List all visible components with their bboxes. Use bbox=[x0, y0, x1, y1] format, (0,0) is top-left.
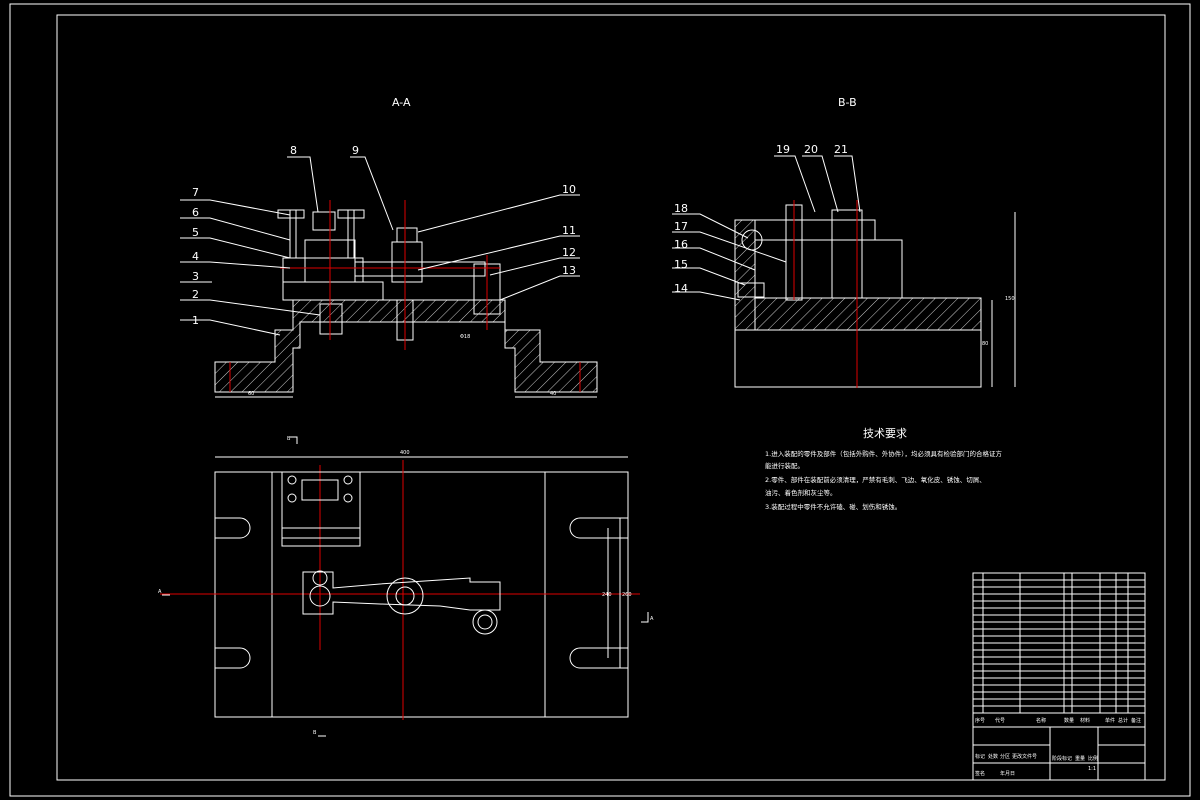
part-label-3: 3 bbox=[192, 270, 199, 283]
slot-bottom-right bbox=[569, 647, 628, 669]
bom-hdr-2: 名称 bbox=[1036, 717, 1046, 724]
tech-req-heading: 技术要求 bbox=[863, 427, 907, 440]
part-label-17: 17 bbox=[674, 220, 688, 233]
bb-block-21 bbox=[861, 239, 903, 299]
bb-dim-height2-text: 80 bbox=[982, 341, 988, 347]
plan-roller bbox=[472, 609, 498, 635]
title-block: 序号 代号 名称 数量 材料 单件 总计 备注 标记 处数 分区 更改文件号 签… bbox=[972, 572, 1146, 781]
part-label-13: 13 bbox=[562, 264, 576, 277]
tech-req-line-4: 油污、着色剂和灰尘等。 bbox=[765, 488, 837, 497]
tb-label-1: 处数 bbox=[988, 753, 998, 760]
bom-hdr-1: 代号 bbox=[995, 717, 1005, 724]
plan-dim-inner-text: 240 bbox=[602, 592, 612, 598]
bom-hdr-6: 总计 bbox=[1118, 717, 1128, 724]
plan-support-block bbox=[281, 471, 361, 547]
part-label-21: 21 bbox=[834, 143, 848, 156]
marker-a-right: A bbox=[650, 616, 654, 622]
part-label-16: 16 bbox=[674, 238, 688, 251]
tb-label-3: 更改文件号 bbox=[1012, 753, 1037, 760]
aa-dim-left-text: 60 bbox=[248, 391, 254, 397]
bb-pin-14 bbox=[737, 282, 765, 298]
slot-bottom-left bbox=[215, 647, 251, 669]
aa-base-body bbox=[214, 299, 598, 393]
aa-bolt-body bbox=[391, 241, 423, 283]
aa-lever-arm bbox=[354, 261, 486, 277]
technical-requirements: 技术要求 1.进入装配的零件及部件（包括外购件、外协件），均必须具有检验部门的合… bbox=[765, 427, 1002, 511]
tech-req-line-2: 能进行装配。 bbox=[765, 461, 804, 470]
part-label-10: 10 bbox=[562, 183, 576, 196]
part-label-7: 7 bbox=[192, 186, 199, 199]
part-label-5: 5 bbox=[192, 226, 199, 239]
tb-label-7: 重量 bbox=[1075, 755, 1085, 762]
plan-dim-width-text: 400 bbox=[400, 450, 410, 456]
bb-left-block bbox=[734, 219, 756, 331]
slot-top-right bbox=[569, 517, 628, 539]
tech-req-line-3: 2.零件、部件在装配前必须清理，严禁有毛刺、飞边、氧化皮、锈蚀、切屑、 bbox=[765, 475, 986, 484]
bb-leaders bbox=[672, 155, 861, 301]
aa-part-labels: 1 2 3 4 5 6 7 8 9 10 11 12 13 bbox=[192, 144, 576, 327]
bom-hdr-7: 备注 bbox=[1131, 717, 1141, 724]
part-label-8: 8 bbox=[290, 144, 297, 157]
plan-pivot-large bbox=[386, 577, 424, 615]
tb-label-5: 年月日 bbox=[1000, 770, 1015, 777]
plan-view: 400 240 260 A A B B bbox=[158, 436, 654, 737]
aa-bolt-nut-top bbox=[396, 227, 418, 243]
section-bb-view: B-B 150 80 bbox=[734, 96, 1016, 388]
aa-screw-8 bbox=[312, 211, 336, 231]
tb-label-4: 签名 bbox=[975, 770, 985, 777]
plan-lever-arm bbox=[302, 571, 501, 615]
aa-plate bbox=[282, 281, 384, 301]
drawing-frame bbox=[56, 14, 1166, 781]
bom-hdr-5: 单件 bbox=[1105, 717, 1115, 724]
aa-leaders bbox=[180, 156, 580, 336]
part-label-15: 15 bbox=[674, 258, 688, 271]
bom-hdr-0: 序号 bbox=[975, 717, 985, 724]
bb-base-hatched bbox=[734, 297, 982, 331]
marker-b-bottom: B bbox=[313, 730, 317, 736]
aa-knob-right bbox=[337, 209, 365, 219]
marker-a-left: A bbox=[158, 589, 162, 595]
part-label-9: 9 bbox=[352, 144, 359, 157]
section-aa-view: A-A 60 40 Φ18 bbox=[214, 96, 598, 398]
bom-hdr-3: 数量 bbox=[1064, 717, 1074, 724]
part-label-12: 12 bbox=[562, 246, 576, 259]
outer-sheet-border bbox=[9, 3, 1191, 797]
part-label-20: 20 bbox=[804, 143, 818, 156]
bb-lower-body bbox=[734, 329, 982, 388]
part-label-4: 4 bbox=[192, 250, 199, 263]
title-block-box bbox=[972, 726, 1146, 781]
bom-hdr-4: 材料 bbox=[1080, 717, 1090, 724]
aa-dim-small-text: Φ18 bbox=[460, 334, 470, 340]
slot-top-left bbox=[215, 517, 251, 539]
bb-part-labels: 14 15 16 17 18 19 20 21 bbox=[674, 143, 848, 295]
tb-label-8: 比例 bbox=[1088, 755, 1098, 762]
part-label-14: 14 bbox=[674, 282, 688, 295]
tb-label-6: 阶段标记 bbox=[1052, 755, 1072, 762]
bb-dim-height-text: 150 bbox=[1005, 296, 1015, 302]
part-label-2: 2 bbox=[192, 288, 199, 301]
tb-label-0: 标记 bbox=[975, 753, 985, 760]
part-label-1: 1 bbox=[192, 314, 199, 327]
part-label-19: 19 bbox=[776, 143, 790, 156]
aa-upper-plate bbox=[282, 257, 364, 283]
tech-req-line-5: 3.装配过程中零件不允许磕、碰、划伤和锈蚀。 bbox=[765, 502, 901, 511]
bom-rows bbox=[973, 579, 1145, 707]
plan-dim-outer-text: 260 bbox=[622, 592, 632, 598]
aa-dim-right-text: 40 bbox=[550, 391, 556, 397]
part-label-11: 11 bbox=[562, 224, 576, 237]
part-label-6: 6 bbox=[192, 206, 199, 219]
part-label-18: 18 bbox=[674, 202, 688, 215]
tech-req-line-1: 1.进入装配的零件及部件（包括外购件、外协件），均必须具有检验部门的合格证方 bbox=[765, 449, 1002, 458]
section-bb-title: B-B bbox=[838, 96, 857, 109]
aa-spring-housing bbox=[319, 303, 343, 335]
tb-label-2: 分区 bbox=[1000, 753, 1010, 760]
aa-knob-left bbox=[277, 209, 305, 219]
tb-scale: 1:1 bbox=[1088, 766, 1096, 772]
section-aa-title: A-A bbox=[392, 96, 411, 109]
marker-b-top: B bbox=[287, 436, 291, 442]
